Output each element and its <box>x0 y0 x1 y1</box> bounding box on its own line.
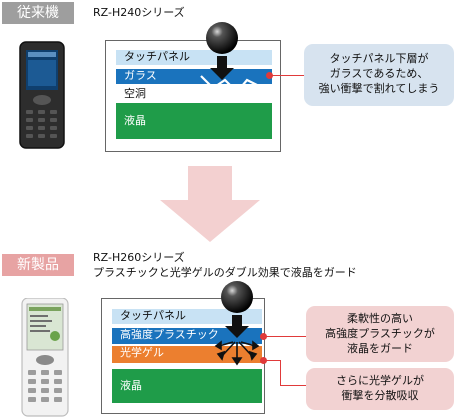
new-layer-lcd: 液晶 <box>112 369 262 403</box>
new-callout1-line-2: 高強度プラスチックが <box>325 327 435 340</box>
old-cross-section: タッチパネル ガラス 空洞 液晶 <box>105 40 281 152</box>
callout-pointer-dot <box>266 72 273 79</box>
callout-pointer-line <box>272 75 304 76</box>
new-layer-gel: 光学ゲル <box>112 346 262 363</box>
new-callout1-line-3: 液晶をガード <box>347 342 413 355</box>
old-callout-line-1: タッチパネル下層が <box>329 52 429 65</box>
old-callout: タッチパネル下層が ガラスであるため、 強い衝撃で割れてしまう <box>304 44 454 106</box>
new-layer-touch-panel: タッチパネル <box>112 309 262 324</box>
callout-pointer-dot <box>260 357 267 364</box>
crack-icon <box>200 75 260 94</box>
new-callout2-line-2: 衝撃を分散吸収 <box>341 389 419 402</box>
new-model-tag: 新製品 <box>2 254 74 276</box>
new-layer-plastic: 高強度プラスチック <box>112 328 262 344</box>
dispersion-arrows-icon <box>214 340 260 366</box>
new-model-subtitle: プラスチックと光学ゲルのダブル効果で液晶をガード <box>93 266 357 279</box>
old-layer-cavity: 空洞 <box>116 87 272 101</box>
new-callout-plastic: 柔軟性の高い 高強度プラスチックが 液晶をガード <box>306 306 454 362</box>
new-cross-section: タッチパネル 高強度プラスチック 光学ゲル 液晶 <box>101 298 265 414</box>
new-callout-gel: さらに光学ゲルが 衝撃を分散吸収 <box>306 368 454 410</box>
impact-ball-icon <box>206 22 238 54</box>
new-callout1-line-1: 柔軟性の高い <box>347 312 413 325</box>
down-arrow-icon <box>225 326 249 338</box>
old-layer-touch-panel: タッチパネル <box>116 50 272 65</box>
callout-pointer-line <box>280 360 281 385</box>
old-callout-line-3: 強い衝撃で割れてしまう <box>318 82 440 95</box>
new-model-name: RZ-H260シリーズ <box>93 251 185 264</box>
new-device-image <box>21 298 69 417</box>
callout-pointer-line <box>266 360 280 361</box>
callout-pointer-line <box>266 336 306 337</box>
old-impact-graphic <box>200 22 260 94</box>
new-callout2-line-1: さらに光学ゲルが <box>336 374 424 387</box>
old-layer-glass: ガラス <box>116 69 272 84</box>
old-layer-lcd: 液晶 <box>116 103 272 139</box>
callout-pointer-line <box>280 385 306 386</box>
new-impact-graphic <box>214 281 260 366</box>
transition-arrow-icon <box>160 166 260 242</box>
old-model-tag: 従来機 <box>2 2 74 24</box>
old-device-image <box>19 41 65 149</box>
impact-ball-icon <box>221 281 253 313</box>
old-callout-line-2: ガラスであるため、 <box>329 67 429 80</box>
old-model-name: RZ-H240シリーズ <box>93 6 185 19</box>
callout-pointer-dot <box>260 333 267 340</box>
down-arrow-icon <box>210 68 234 80</box>
